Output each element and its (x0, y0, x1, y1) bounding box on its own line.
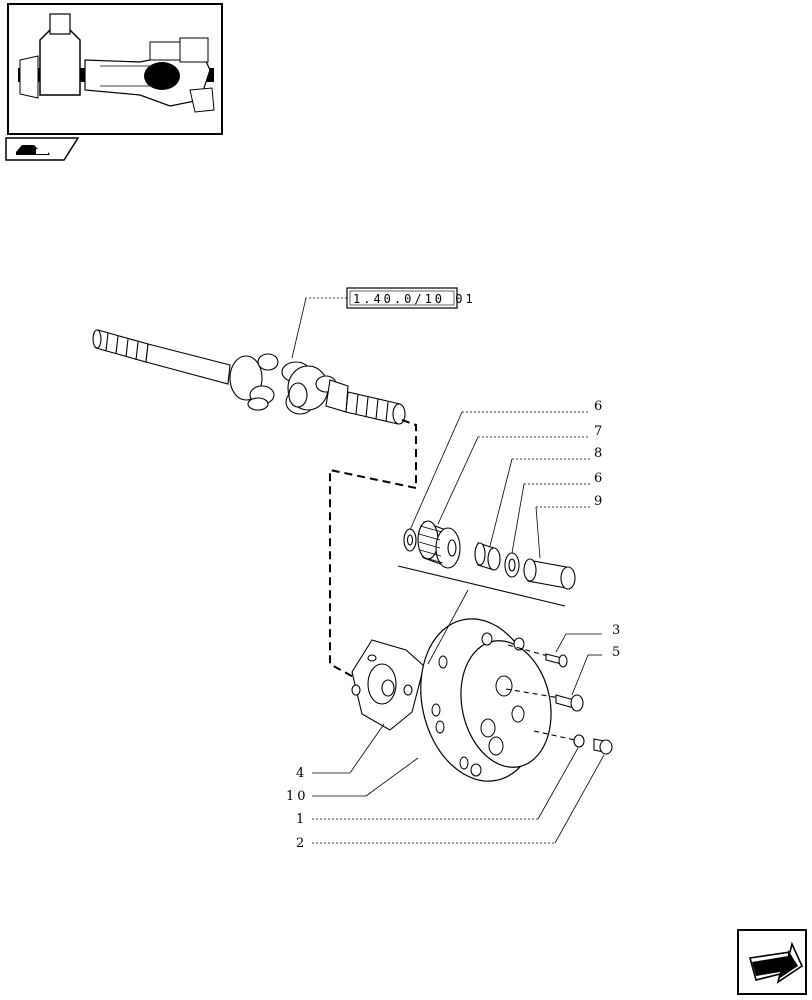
callout-6-upper: 6 (594, 399, 605, 414)
axle-thumbnail (7, 3, 223, 135)
callout-9: 9 (594, 494, 605, 509)
next-page-button[interactable] (737, 929, 807, 995)
tractor-icon (16, 145, 50, 155)
callout-2: 2 (296, 836, 307, 851)
hub-flange-10 (420, 618, 552, 782)
callout-4: 4 (296, 766, 307, 781)
bolts (505, 644, 613, 755)
callout-8: 8 (594, 446, 605, 461)
assembly-path-line (329, 419, 417, 685)
next-page-arrow-icon (748, 941, 804, 984)
drive-shaft (92, 329, 406, 425)
callout-6-lower: 6 (594, 471, 605, 486)
callout-10: 10 (286, 789, 309, 804)
callout-5: 5 (612, 645, 623, 660)
reference-label: 1.40.0/10 01 (353, 292, 476, 306)
callout-3: 3 (612, 623, 623, 638)
gear-group (397, 520, 576, 607)
callout-7: 7 (594, 424, 605, 439)
callout-1: 1 (296, 812, 307, 827)
callout-leaders (312, 411, 605, 844)
coupling-4 (351, 639, 425, 731)
reference-box[interactable]: 1.40.0/10 01 (291, 287, 476, 359)
section-tab[interactable] (5, 137, 80, 161)
